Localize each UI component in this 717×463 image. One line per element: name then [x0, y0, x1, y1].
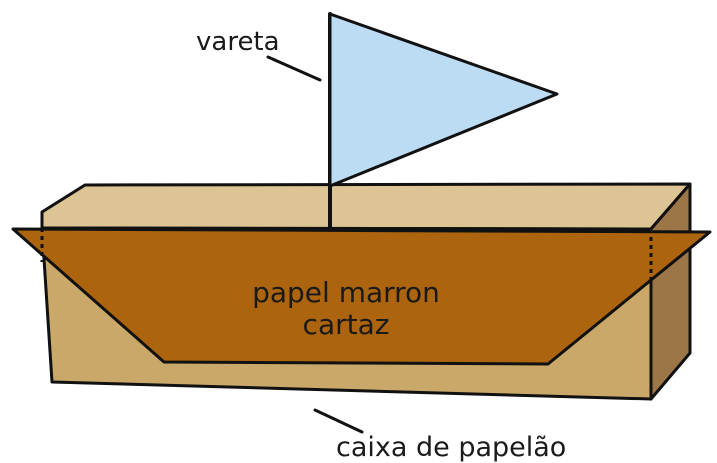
stick-label: vareta [196, 27, 280, 57]
paper-label-line2: cartaz [303, 308, 390, 341]
box-top-face [40, 182, 692, 231]
paper-label-line1: papel marron [252, 276, 440, 309]
sail [328, 12, 559, 188]
box-label: caixa de papelão [336, 432, 566, 463]
brown-paper [11, 227, 712, 366]
stick-leader-line [266, 55, 322, 82]
box-leader-line [313, 408, 364, 434]
